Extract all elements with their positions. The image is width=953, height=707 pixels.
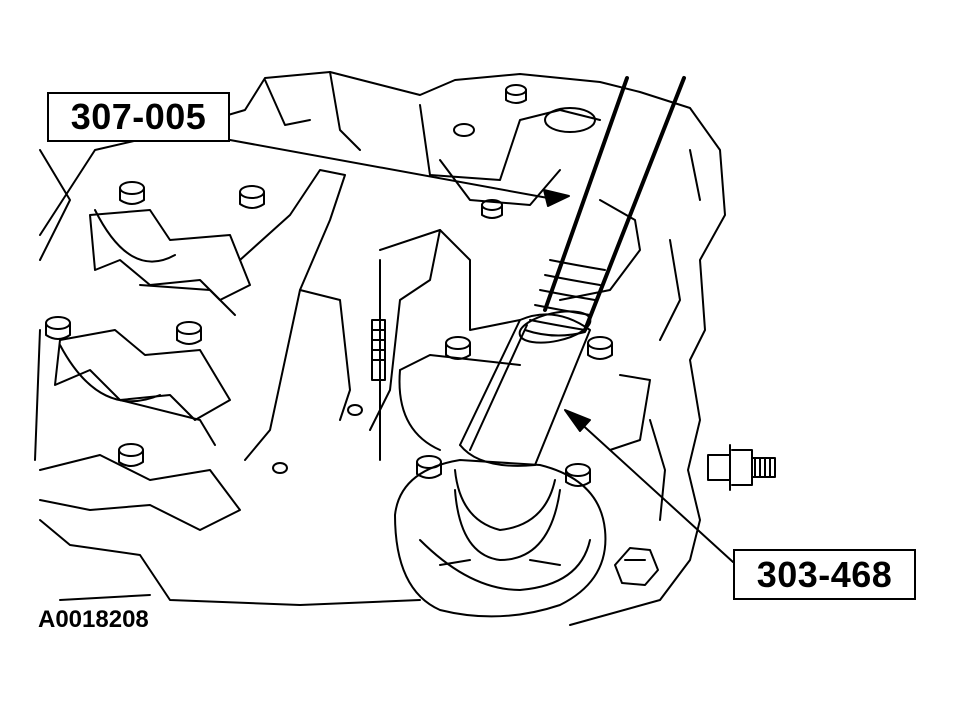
threaded-rod — [524, 76, 686, 337]
bolt-heads — [45, 84, 613, 487]
tool-callout-303-468: 303-468 — [733, 549, 916, 600]
bearing-cap — [394, 459, 607, 618]
side-stud-bolt — [707, 444, 776, 491]
small-bolt — [371, 319, 386, 381]
engine-block-outline — [34, 71, 726, 626]
block-webs — [239, 71, 701, 521]
tool-callout-307-005: 307-005 — [47, 92, 230, 142]
leader-arrows — [229, 139, 734, 563]
figure-id: A0018208 — [38, 606, 149, 633]
tool-shaft — [454, 310, 592, 531]
bearing-saddles-left — [39, 209, 251, 531]
hex-nut — [614, 547, 659, 586]
